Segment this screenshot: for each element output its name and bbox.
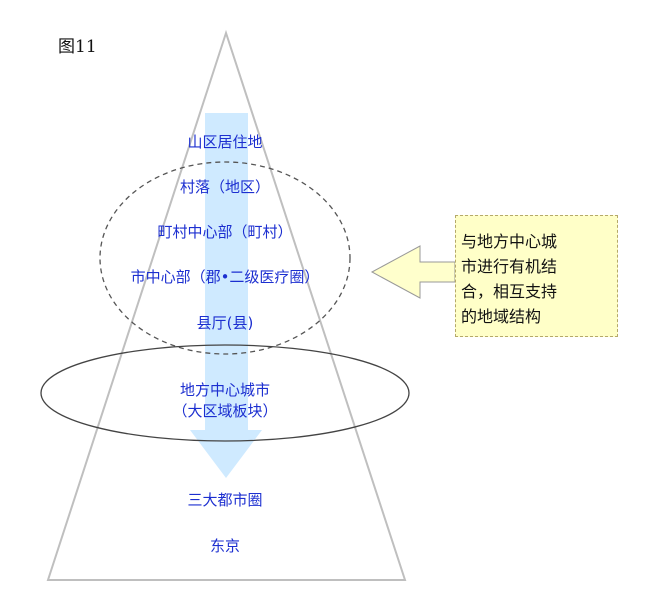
regional-sphere-ellipse — [99, 161, 351, 355]
level-village: 村落（地区） — [179, 178, 270, 196]
level-prefecture-office: 县厅(县) — [196, 314, 254, 332]
level-metropolitan-areas: 三大都市圈 — [187, 491, 263, 509]
level-city-center: 市中心部（郡•二级医疗圈） — [130, 268, 320, 286]
level-town-center: 町村中心部（町村） — [157, 223, 293, 241]
callout-line: 与地方中心城 — [461, 232, 558, 251]
downward-flow-arrow — [190, 113, 262, 478]
callout-line: 的地域结构 — [461, 307, 542, 326]
pyramid-outline — [46, 29, 407, 581]
regional-city-ellipse — [40, 344, 410, 442]
figure-label: 图11 — [58, 37, 97, 57]
callout-line: 合，相互支持 — [461, 282, 558, 301]
level-regional-city: 地方中心城市 — [179, 381, 270, 399]
callout-box: 与地方中心城 市进行有机结 合，相互支持 的地域结构 — [455, 215, 618, 337]
level-regional-block: （大区域板块） — [172, 402, 278, 420]
callout-line: 市进行有机结 — [461, 257, 558, 276]
level-tokyo: 东京 — [209, 537, 240, 555]
callout-arrow — [370, 245, 456, 299]
level-mountain-settlement: 山区居住地 — [187, 133, 263, 151]
